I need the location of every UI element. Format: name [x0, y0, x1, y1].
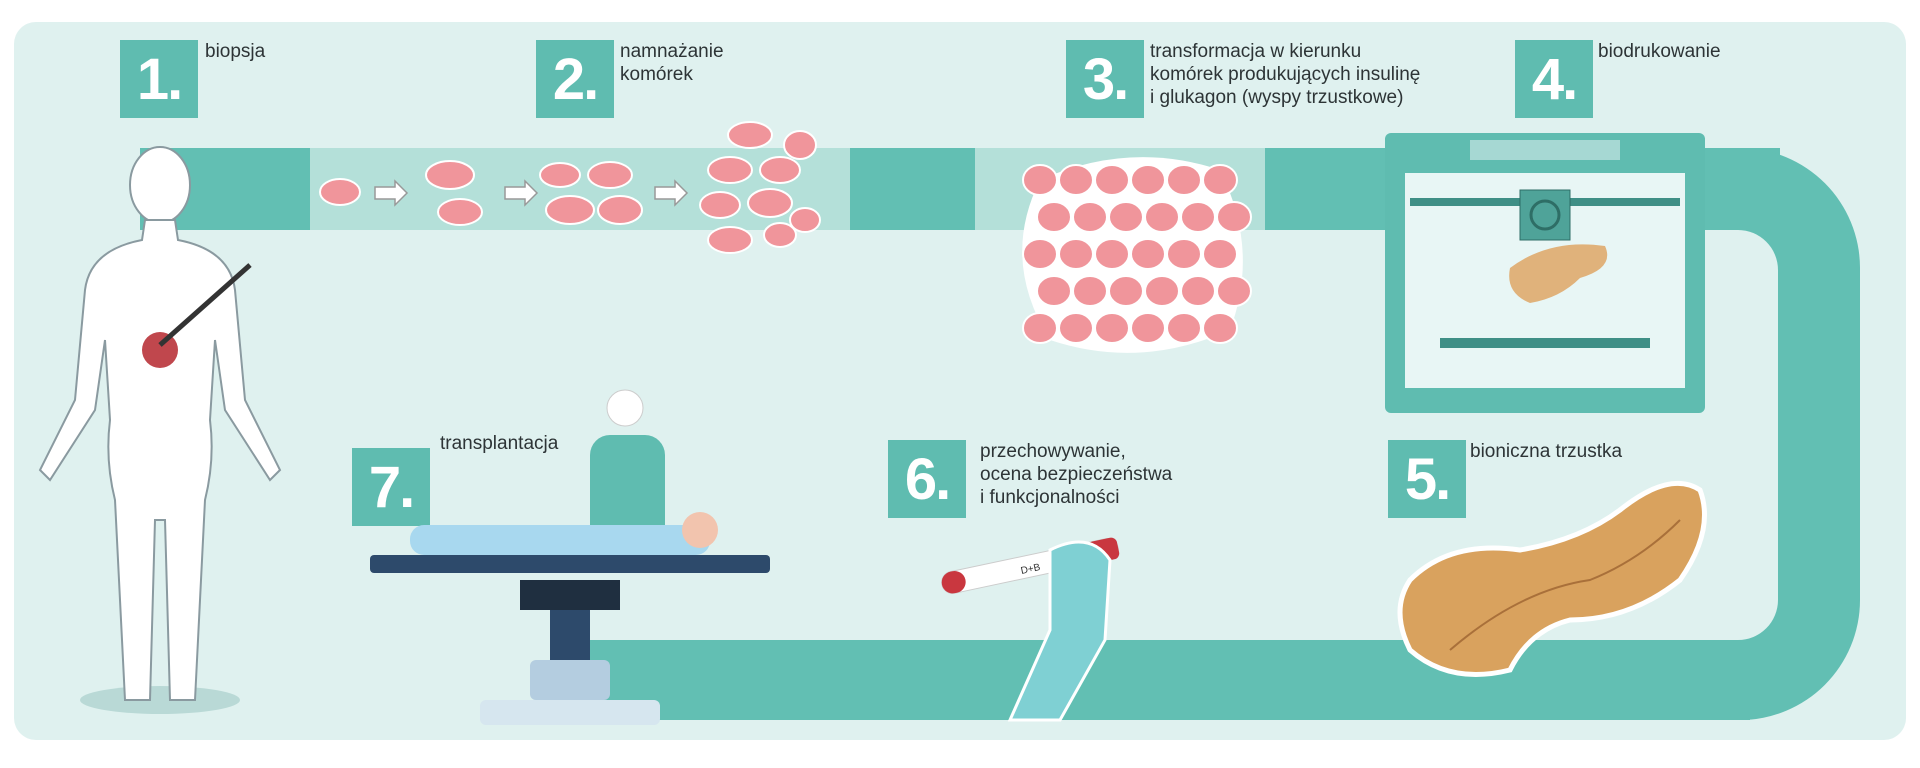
islet-cell — [1058, 312, 1094, 344]
pancreatic-islet-illustration — [1022, 157, 1252, 353]
process-path-bottom — [590, 640, 1750, 720]
label-line: ocena bezpieczeństwa — [980, 464, 1173, 485]
step-5-label: bioniczna trzustka — [1470, 441, 1623, 462]
transplantation-surgery-illustration — [370, 389, 770, 725]
islet-cell — [1022, 238, 1058, 270]
islet-cell — [1130, 238, 1166, 270]
test-tube-hand-illustration: D+B — [941, 537, 1120, 722]
islet-cell — [1166, 164, 1202, 196]
islet-cell — [1166, 312, 1202, 344]
islet-cell — [1130, 312, 1166, 344]
islet-cell — [1216, 201, 1252, 233]
islet-cell — [1202, 164, 1238, 196]
step-1-label: biopsja — [205, 41, 266, 62]
label-line: namnażanie — [620, 41, 724, 62]
islet-cell — [1130, 164, 1166, 196]
islet-cell — [1166, 238, 1202, 270]
islet-cell — [1144, 201, 1180, 233]
step-4-badge: 4. — [1515, 40, 1593, 118]
biopsy-needle — [158, 263, 252, 347]
step-5-badge: 5. — [1388, 440, 1466, 518]
islet-cell — [1036, 201, 1072, 233]
islet-cell — [1058, 238, 1094, 270]
islet-cell — [1022, 312, 1058, 344]
bionic-pancreas-illustration — [1397, 480, 1707, 677]
label-line: komórek — [620, 64, 693, 85]
islet-cell — [1202, 312, 1238, 344]
human-body-illustration — [38, 146, 282, 714]
islet-cell — [1094, 238, 1130, 270]
bioprinter-illustration — [1385, 133, 1705, 413]
islet-cell — [1036, 275, 1072, 307]
label-line: transformacja w kierunku — [1150, 41, 1362, 62]
islet-cell — [1072, 275, 1108, 307]
islet-cell — [1094, 312, 1130, 344]
label-line: i funkcjonalności — [980, 487, 1120, 508]
islet-cell — [1094, 164, 1130, 196]
label-line: i glukagon (wyspy trzustkowe) — [1150, 87, 1404, 108]
islet-cell — [1180, 275, 1216, 307]
islet-cell — [1022, 164, 1058, 196]
label-line: komórek produkujących insulinę — [1150, 64, 1421, 85]
cell-multiplication-illustration — [319, 121, 821, 254]
step-7-label: transplantacja — [440, 433, 559, 454]
islet-cell — [1144, 275, 1180, 307]
islet-cell — [1180, 201, 1216, 233]
step-4-label: biodrukowanie — [1598, 41, 1721, 62]
islet-cell — [1202, 238, 1238, 270]
step-3-badge: 3. — [1066, 40, 1144, 118]
label-line: przechowywanie, — [980, 441, 1126, 462]
islet-cell — [1108, 201, 1144, 233]
step-7-badge: 7. — [352, 448, 430, 526]
islet-cell — [1216, 275, 1252, 307]
step-1-badge: 1. — [120, 40, 198, 118]
islet-cell — [1072, 201, 1108, 233]
step-6-badge: 6. — [888, 440, 966, 518]
process-path-inner — [1700, 230, 1778, 640]
tube-label: D+B — [1020, 562, 1042, 577]
islet-cell — [1108, 275, 1144, 307]
step-2-badge: 2. — [536, 40, 614, 118]
islet-cell — [1058, 164, 1094, 196]
